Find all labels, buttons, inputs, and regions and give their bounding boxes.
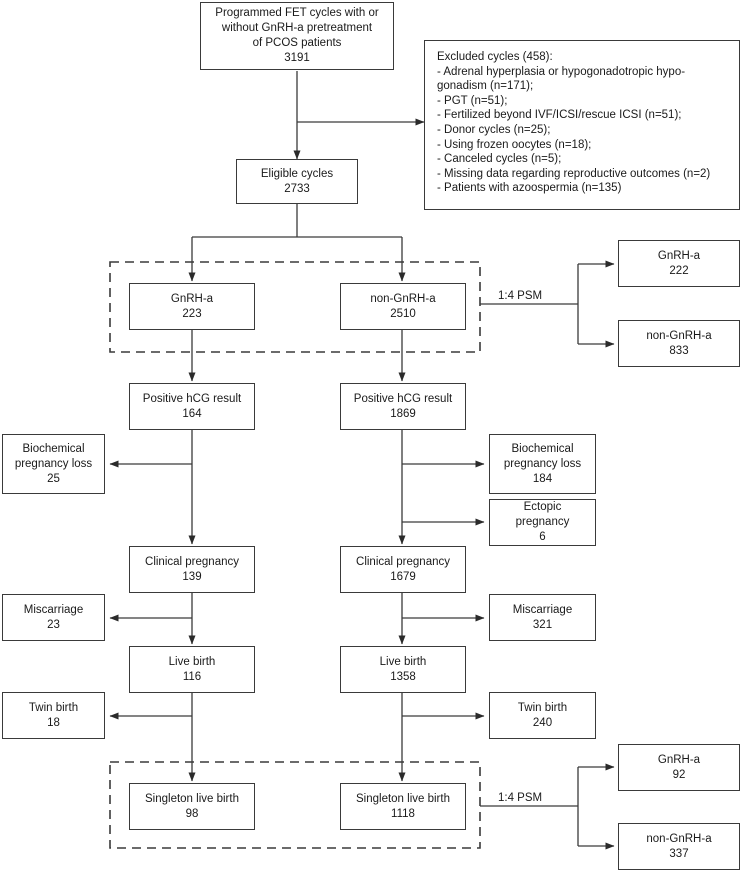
node-singleton-left-value: 98 xyxy=(185,807,199,820)
node-ectopic-right-line2: pregnancy xyxy=(515,516,570,528)
node-bioloss-right-value: 184 xyxy=(532,472,553,485)
node-enrolled-line2: without GnRH-a pretreatment xyxy=(221,22,373,34)
node-live-right-value: 1358 xyxy=(390,670,416,683)
node-bioloss-left-line2: pregnancy loss xyxy=(14,457,93,470)
node-bioloss-left-value: 25 xyxy=(47,472,60,485)
node-non-gnrha-label: non-GnRH-a xyxy=(370,292,436,305)
node-bioloss-right-line2: pregnancy loss xyxy=(503,457,582,470)
node-psm-gnrha-label: GnRH-a xyxy=(657,249,701,262)
node-live-left-value: 116 xyxy=(182,670,202,683)
node-twin-left-value: 18 xyxy=(47,716,60,729)
node-misc-right-label: Miscarriage xyxy=(512,603,573,616)
node-enrolled-line1: Programmed FET cycles with or xyxy=(215,7,379,19)
node-bioloss-left-line1: Biochemical xyxy=(22,442,85,455)
node-biochemical-loss-left[interactable]: Biochemical pregnancy loss 25 xyxy=(2,434,105,494)
node-live-right-label: Live birth xyxy=(379,655,427,668)
node-miscarriage-left[interactable]: Miscarriage 23 xyxy=(2,594,105,641)
node-twin-birth-left[interactable]: Twin birth 18 xyxy=(2,692,105,739)
node-misc-right-value: 321 xyxy=(532,618,553,631)
label-psm-bottom: 1:4 PSM xyxy=(496,792,545,804)
node-excluded-cycles[interactable]: Excluded cycles (458): - Adrenal hyperpl… xyxy=(424,40,740,210)
node-singleton-left-label: Singleton live birth xyxy=(145,792,239,805)
excluded-item-0: - Adrenal hyperplasia or hypogonadotropi… xyxy=(437,65,686,93)
node-live-birth-right[interactable]: Live birth 1358 xyxy=(340,646,466,693)
node-bioloss-right-line1: Biochemical xyxy=(511,442,574,455)
node-hcg-left[interactable]: Positive hCG result 164 xyxy=(129,383,255,430)
excluded-item-6: - Missing data regarding reproductive ou… xyxy=(437,167,711,180)
node-enrolled-value: 3191 xyxy=(284,52,310,64)
node-gnrha-cohort[interactable]: GnRH-a 223 xyxy=(129,283,255,330)
node-clinical-right-label: Clinical pregnancy xyxy=(356,555,450,568)
node-gnrha-value: 223 xyxy=(182,307,202,320)
node-ectopic-right-line1: Ectopic xyxy=(523,501,562,513)
label-psm-top: 1:4 PSM xyxy=(496,290,545,302)
excluded-heading: Excluded cycles (458): xyxy=(437,51,553,63)
node-psm2-gnrha[interactable]: GnRH-a 92 xyxy=(618,744,740,791)
excluded-item-7: - Patients with azoospermia (n=135) xyxy=(437,182,622,195)
node-twin-birth-right[interactable]: Twin birth 240 xyxy=(489,692,596,739)
node-singleton-live-birth-right[interactable]: Singleton live birth 1118 xyxy=(340,783,466,830)
node-miscarriage-right[interactable]: Miscarriage 321 xyxy=(489,594,596,641)
node-live-birth-left[interactable]: Live birth 116 xyxy=(129,646,255,693)
node-eligible-label: Eligible cycles xyxy=(260,167,334,180)
node-hcg-right[interactable]: Positive hCG result 1869 xyxy=(340,383,466,430)
node-twin-right-label: Twin birth xyxy=(517,701,568,714)
node-hcg-left-value: 164 xyxy=(182,407,202,420)
node-clinical-left-value: 139 xyxy=(182,570,202,583)
node-eligible-value: 2733 xyxy=(284,182,310,195)
node-live-left-label: Live birth xyxy=(168,655,216,668)
dashed-group-cohort-top xyxy=(109,261,481,353)
node-ectopic-pregnancy-right[interactable]: Ectopic pregnancy 6 xyxy=(489,499,596,546)
node-hcg-left-label: Positive hCG result xyxy=(142,392,242,405)
node-hcg-right-value: 1869 xyxy=(390,407,416,420)
node-non-gnrha-value: 2510 xyxy=(390,307,416,320)
node-psm-gnrha[interactable]: GnRH-a 222 xyxy=(618,240,740,287)
node-hcg-right-label: Positive hCG result xyxy=(353,392,453,405)
excluded-item-5: - Canceled cycles (n=5); xyxy=(437,153,562,166)
node-psm2-non-gnrha[interactable]: non-GnRH-a 337 xyxy=(618,823,740,870)
excluded-item-4: - Using frozen oocytes (n=18); xyxy=(437,138,592,151)
node-non-gnrha-cohort[interactable]: non-GnRH-a 2510 xyxy=(340,283,466,330)
node-singleton-live-birth-left[interactable]: Singleton live birth 98 xyxy=(129,783,255,830)
excluded-item-3: - Donor cycles (n=25); xyxy=(437,123,551,136)
node-biochemical-loss-right[interactable]: Biochemical pregnancy loss 184 xyxy=(489,434,596,494)
node-psm2-gnrha-label: GnRH-a xyxy=(657,753,701,766)
node-psm-non-gnrha-label: non-GnRH-a xyxy=(646,329,712,342)
node-psm-non-gnrha-value: 833 xyxy=(669,344,689,357)
node-twin-left-label: Twin birth xyxy=(28,701,79,714)
node-ectopic-right-value: 6 xyxy=(539,531,546,543)
node-singleton-right-label: Singleton live birth xyxy=(356,792,450,805)
node-misc-left-label: Miscarriage xyxy=(23,603,84,616)
node-misc-left-value: 23 xyxy=(47,618,60,631)
node-psm2-non-gnrha-value: 337 xyxy=(669,847,689,860)
dashed-group-cohort-bottom xyxy=(109,761,481,849)
node-clinical-pregnancy-right[interactable]: Clinical pregnancy 1679 xyxy=(340,546,466,593)
node-psm2-non-gnrha-label: non-GnRH-a xyxy=(646,832,712,845)
node-twin-right-value: 240 xyxy=(532,716,553,729)
node-singleton-right-value: 1118 xyxy=(391,807,415,820)
excluded-item-2: - Fertilized beyond IVF/ICSI/rescue ICSI… xyxy=(437,109,682,122)
node-clinical-pregnancy-left[interactable]: Clinical pregnancy 139 xyxy=(129,546,255,593)
node-enrolled[interactable]: Programmed FET cycles with or without Gn… xyxy=(200,2,394,70)
node-psm-gnrha-value: 222 xyxy=(669,264,689,277)
node-psm-non-gnrha[interactable]: non-GnRH-a 833 xyxy=(618,320,740,367)
excluded-item-1: - PGT (n=51); xyxy=(437,94,508,107)
node-eligible-cycles[interactable]: Eligible cycles 2733 xyxy=(236,159,358,204)
node-clinical-right-value: 1679 xyxy=(390,570,416,583)
node-gnrha-label: GnRH-a xyxy=(170,292,214,305)
node-clinical-left-label: Clinical pregnancy xyxy=(145,555,239,568)
node-psm2-gnrha-value: 92 xyxy=(672,768,686,781)
node-enrolled-line3: of PCOS patients xyxy=(252,37,342,49)
